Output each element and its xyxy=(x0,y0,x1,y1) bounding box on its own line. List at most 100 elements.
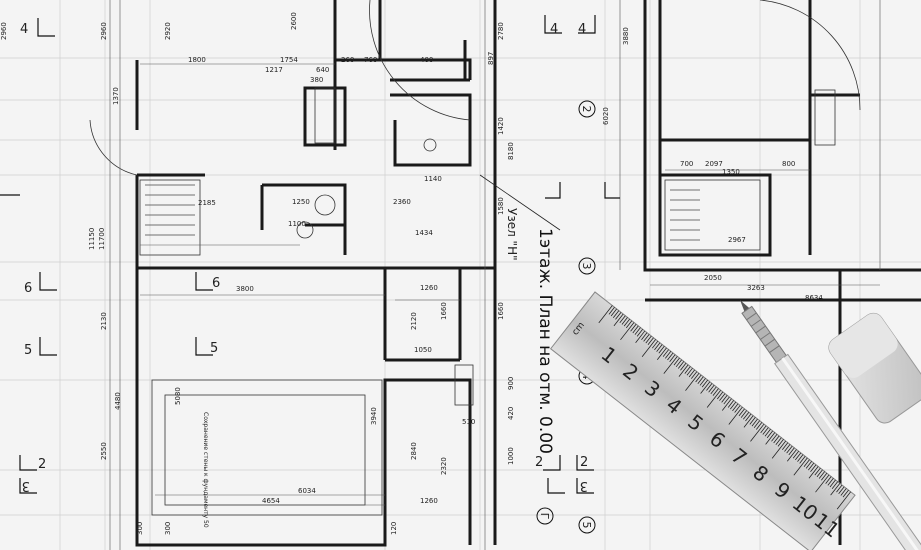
ruler-tick xyxy=(756,422,763,430)
section-mark-6b: 6 xyxy=(212,276,220,291)
dim-11150: 11150 xyxy=(88,228,96,250)
dim-2185: 2185 xyxy=(198,199,216,207)
ruler-tick xyxy=(598,305,613,324)
section-mark-5b: 5 xyxy=(210,341,218,356)
dim-1217: 1217 xyxy=(265,66,283,74)
dim-6020: 6020 xyxy=(602,107,610,125)
dim-6034: 6034 xyxy=(298,487,316,495)
ruler-tick xyxy=(708,384,715,393)
ruler-tick xyxy=(673,357,680,366)
ruler-tick xyxy=(623,318,630,327)
dim-800: 800 xyxy=(782,160,795,168)
ruler-tick xyxy=(827,477,834,486)
ruler-tick xyxy=(782,442,789,451)
dim-900: 900 xyxy=(507,377,515,390)
ruler-tick xyxy=(664,351,672,359)
section-markers xyxy=(0,15,620,494)
ruler-tick xyxy=(701,379,709,388)
ruler-tick xyxy=(793,457,808,476)
ruler-tick xyxy=(815,474,830,493)
ruler-tick xyxy=(803,459,810,467)
dim-380: 380 xyxy=(310,76,323,84)
ruler-tick xyxy=(613,313,624,327)
pencil-tip xyxy=(740,300,750,312)
ruler-tick xyxy=(792,450,800,459)
dim-760: 760 xyxy=(364,56,377,64)
ruler-tick xyxy=(771,433,778,442)
ruler-tick xyxy=(620,322,635,341)
dim-2320: 2320 xyxy=(440,457,448,475)
ruler-tick xyxy=(732,403,739,412)
ruler-tick xyxy=(647,337,654,346)
ruler-tick xyxy=(753,420,761,429)
ruler-tick xyxy=(651,340,659,349)
dim-1800: 1800 xyxy=(188,56,206,64)
ruler-tick xyxy=(743,411,750,420)
ruler-tick xyxy=(686,367,693,376)
dim-2960b: 2960 xyxy=(100,22,108,40)
ruler-tick xyxy=(669,354,676,362)
ruler-tick xyxy=(700,381,711,394)
dim-4480: 4480 xyxy=(114,392,122,410)
dim-1350: 1350 xyxy=(722,168,740,176)
ruler-tick xyxy=(625,320,633,329)
ruler-tick xyxy=(608,306,615,315)
ruler-tick xyxy=(675,359,682,368)
ruler-tick xyxy=(750,423,765,442)
ruler-tick xyxy=(760,425,767,434)
axis-label-3: 3 xyxy=(580,263,593,270)
ruler-tick xyxy=(706,389,722,408)
eraser xyxy=(828,312,921,424)
ruler-tick xyxy=(825,476,832,484)
dimension-lines xyxy=(109,0,881,550)
ruler-tick xyxy=(636,329,643,337)
ruler-tick xyxy=(619,315,626,324)
ruler-tick xyxy=(610,308,617,317)
ruler-tick xyxy=(645,335,652,344)
plan-title: 1этаж. План на отм. 0.00 xyxy=(535,228,555,454)
ruler-tick xyxy=(663,356,678,374)
ruler-tick xyxy=(810,464,817,473)
ruler-tick xyxy=(786,449,797,462)
room-outlines xyxy=(89,0,861,516)
axis-label-g: Г xyxy=(538,513,551,520)
dim-640: 640 xyxy=(316,66,329,74)
dim-2360: 2360 xyxy=(393,198,411,206)
ruler-tick xyxy=(697,376,704,384)
ruler-tick xyxy=(677,361,685,369)
ruler-tick xyxy=(685,373,700,391)
dim-510: 510 xyxy=(462,418,475,426)
dim-1660b: 1660 xyxy=(497,302,505,320)
dim-120: 120 xyxy=(390,522,398,535)
ruler-tick xyxy=(838,486,845,495)
section-mark-3b: 3 xyxy=(580,478,588,493)
dim-300b: 300 xyxy=(164,522,172,535)
dim-1260: 1260 xyxy=(420,284,438,292)
dim-1580: 1580 xyxy=(497,197,505,215)
section-mark-3a: 3 xyxy=(22,478,30,493)
ruler-tick xyxy=(612,310,620,318)
dim-2840: 2840 xyxy=(410,442,418,460)
ruler-tick xyxy=(706,383,713,391)
dim-2130: 2130 xyxy=(100,312,108,330)
ruler-tick xyxy=(712,388,719,396)
section-mark-2b: 2 xyxy=(535,455,543,470)
node-label: Узел "Н" xyxy=(505,208,519,261)
ruler-tick xyxy=(658,345,665,354)
ruler-tick xyxy=(656,344,663,352)
ruler-tick xyxy=(805,461,813,469)
ruler-tick xyxy=(751,418,758,427)
ruler-tick xyxy=(836,491,852,510)
ruler-tick xyxy=(635,330,646,344)
ruler-tick xyxy=(764,428,771,437)
dim-700: 700 xyxy=(680,160,693,168)
ruler-tick xyxy=(621,317,628,325)
ruler-tick xyxy=(773,435,780,444)
dim-1370: 1370 xyxy=(112,87,120,105)
ruler-tick xyxy=(836,484,843,493)
axis-label-5: 5 xyxy=(580,522,593,529)
ruler-tick xyxy=(816,469,823,478)
ruler-tick xyxy=(821,472,828,481)
axis-label-2: 2 xyxy=(580,106,593,113)
